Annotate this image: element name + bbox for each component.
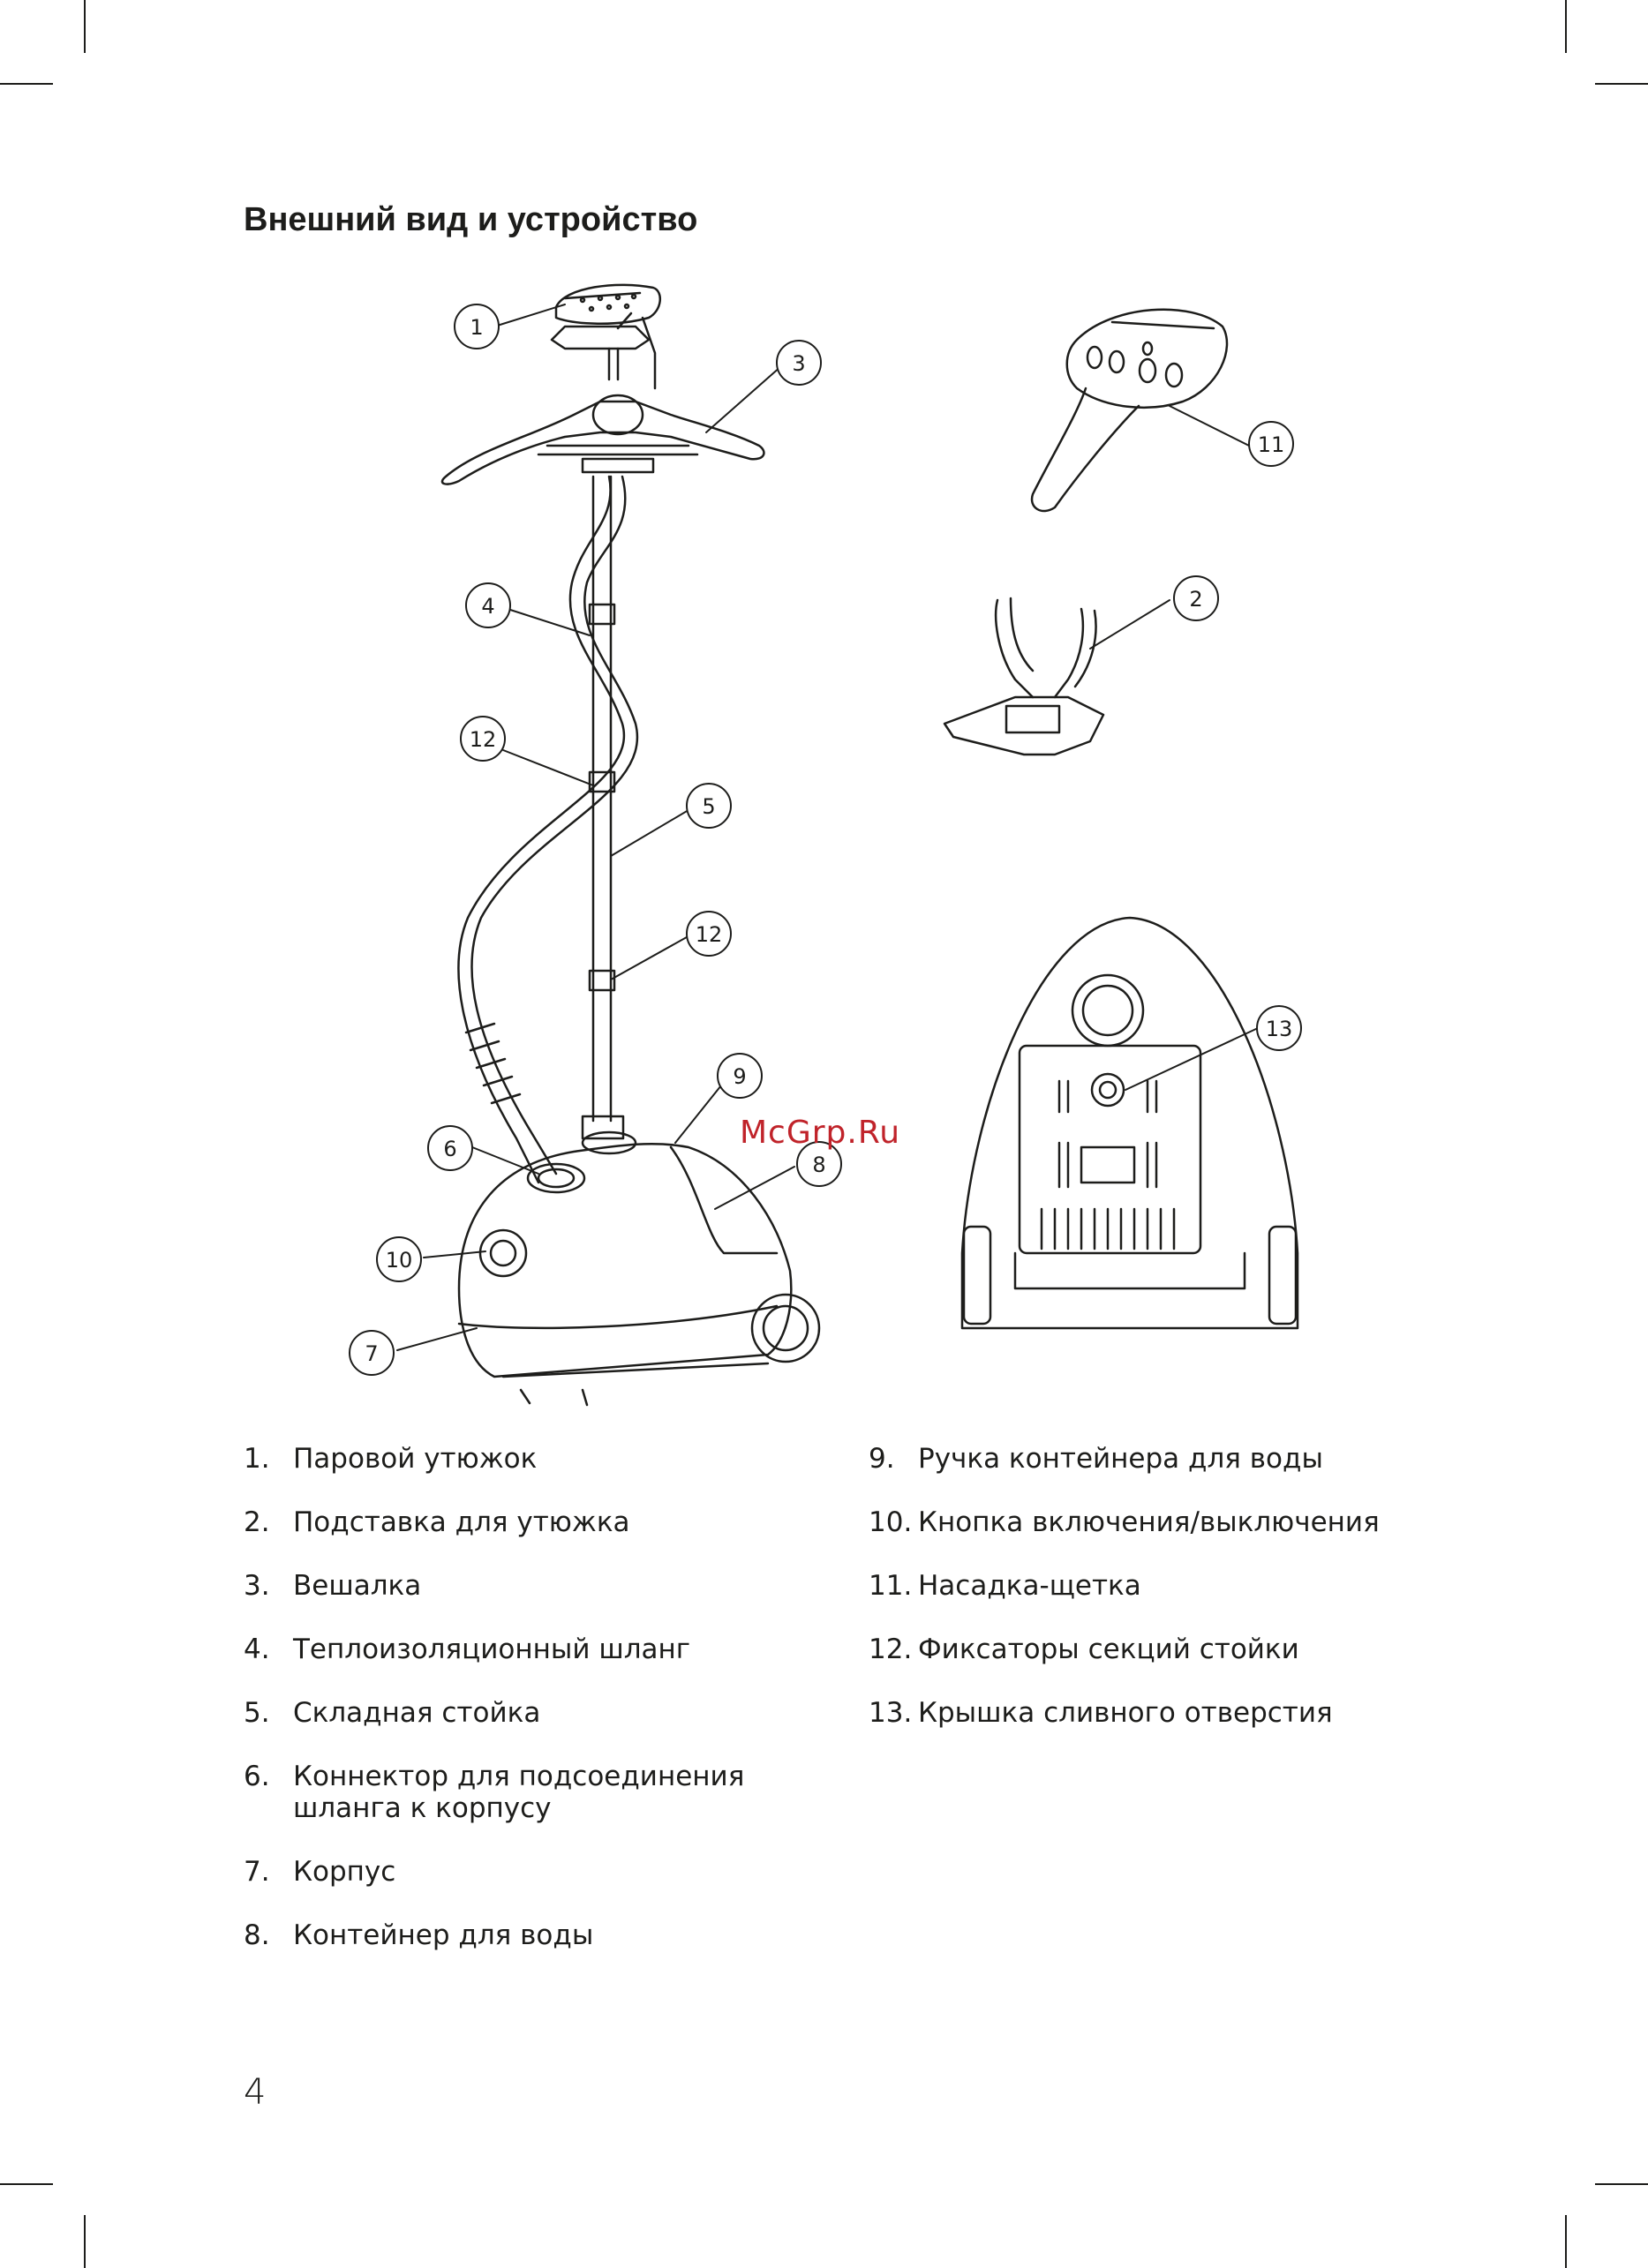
svg-text:12: 12 — [470, 727, 497, 752]
legend-number: 13. — [869, 1697, 913, 1729]
callout-12: 12 — [460, 716, 506, 762]
crop-mark — [1565, 2215, 1567, 2268]
legend-label: Корпус — [293, 1856, 396, 1888]
legend-label: Насадка-щетка — [918, 1570, 1141, 1602]
steamer-diagram: 1 3 11 4 2 12 5 12 13 9 6 8 10 7 — [349, 283, 1302, 1407]
hose-drawing — [457, 475, 639, 1184]
base-bottom-drawing — [960, 916, 1299, 1330]
legend-number: 1. — [244, 1443, 270, 1475]
crop-mark — [0, 2183, 53, 2185]
legend-item: 9. Ручка контейнера для воды — [869, 1443, 1416, 1475]
callout-12: 12 — [686, 911, 732, 957]
callout-markers: 1 3 11 4 2 12 5 12 13 9 6 8 10 7 — [349, 304, 1302, 1376]
legend-label: Подставка для утюжка — [293, 1506, 630, 1538]
legend-number: 3. — [244, 1570, 270, 1602]
brush-drawing — [1030, 308, 1229, 513]
callout-1: 1 — [454, 304, 500, 349]
legend-label: Складная стойка — [293, 1697, 541, 1729]
svg-text:10: 10 — [386, 1248, 413, 1273]
legend-left: 1.Паровой утюжок 2.Подставка для утюжка … — [244, 1443, 791, 1983]
svg-text:11: 11 — [1258, 432, 1285, 457]
legend-number: 7. — [244, 1856, 270, 1888]
svg-text:2: 2 — [1189, 587, 1202, 612]
base-drawing — [457, 1130, 821, 1407]
legend-item: 13.Крышка сливного отверстия — [869, 1697, 1416, 1729]
svg-text:12: 12 — [696, 922, 723, 947]
crop-mark — [1565, 0, 1567, 53]
legend-item: 6. Коннектор для подсоединения шланга к к… — [244, 1761, 791, 1824]
legend-item: 5. Складная стойка — [244, 1697, 791, 1729]
crop-mark — [1595, 2183, 1648, 2185]
callout-3: 3 — [776, 340, 822, 386]
callout-5: 5 — [686, 783, 732, 829]
legend-item: 8. Контейнер для воды — [244, 1919, 791, 1951]
legend-item: 1. Паровой утюжок — [244, 1443, 791, 1475]
legend-number: 2. — [244, 1506, 270, 1538]
svg-text:3: 3 — [792, 351, 805, 376]
callout-2: 2 — [1173, 575, 1219, 621]
legend-item: 12.Фиксаторы секций стойки — [869, 1633, 1416, 1665]
legend-item: 10.Кнопка включения/выключения — [869, 1506, 1416, 1538]
legend-item: 2. Подставка для утюжка — [244, 1506, 791, 1538]
iron-stand-drawing — [943, 597, 1105, 756]
callout-10: 10 — [376, 1236, 422, 1282]
legend-label: Коннектор для подсоединения шланга к кор… — [293, 1761, 745, 1824]
legend-label: Крышка сливного отверстия — [918, 1697, 1333, 1729]
svg-text:4: 4 — [481, 594, 494, 619]
crop-mark — [84, 2215, 86, 2268]
legend-number: 4. — [244, 1633, 270, 1665]
legend-item: 7. Корпус — [244, 1856, 791, 1888]
page-number: 4 — [244, 2072, 267, 2113]
legend-number: 11. — [869, 1570, 913, 1602]
crop-mark — [84, 0, 86, 53]
legend-label: Кнопка включения/выключения — [918, 1506, 1380, 1538]
callout-4: 4 — [465, 582, 511, 628]
watermark: McGrp.Ru — [740, 1115, 901, 1151]
svg-text:9: 9 — [733, 1064, 746, 1089]
callout-13: 13 — [1256, 1005, 1302, 1051]
page-title: Внешний вид и устройство — [244, 201, 698, 238]
legend-number: 12. — [869, 1633, 913, 1665]
legend-label: Теплоизоляционный шланг — [293, 1633, 691, 1665]
legend-label: Вешалка — [293, 1570, 422, 1602]
svg-text:1: 1 — [470, 315, 483, 340]
steam-iron-drawing — [550, 283, 661, 390]
svg-text:7: 7 — [365, 1341, 378, 1366]
legend-number: 5. — [244, 1697, 270, 1729]
leader-lines — [396, 304, 1259, 1351]
legend-label: Контейнер для воды — [293, 1919, 594, 1951]
legend-number: 6. — [244, 1761, 270, 1792]
legend-item: 3. Вешалка — [244, 1570, 791, 1602]
svg-text:6: 6 — [443, 1137, 456, 1161]
legend-item: 4. Теплоизоляционный шланг — [244, 1633, 791, 1665]
callout-8: 8 — [796, 1141, 842, 1187]
svg-text:5: 5 — [702, 794, 715, 819]
legend-right: 9. Ручка контейнера для воды 10.Кнопка вк… — [869, 1443, 1416, 1761]
callout-7: 7 — [349, 1330, 395, 1376]
callout-6: 6 — [427, 1125, 473, 1171]
hanger-drawing — [440, 394, 765, 485]
legend-label: Паровой утюжок — [293, 1443, 538, 1475]
legend-number: 9. — [869, 1443, 895, 1475]
pole-drawing — [581, 475, 625, 1140]
crop-mark — [0, 83, 53, 85]
legend-item: 11.Насадка-щетка — [869, 1570, 1416, 1602]
legend-number: 10. — [869, 1506, 913, 1538]
callout-9: 9 — [717, 1053, 763, 1099]
legend-number: 8. — [244, 1919, 270, 1951]
legend-label: Фиксаторы секций стойки — [918, 1633, 1299, 1665]
legend-label: Ручка контейнера для воды — [918, 1443, 1323, 1475]
callout-11: 11 — [1248, 421, 1294, 467]
svg-text:13: 13 — [1266, 1017, 1293, 1041]
svg-text:8: 8 — [812, 1153, 825, 1177]
crop-mark — [1595, 83, 1648, 85]
